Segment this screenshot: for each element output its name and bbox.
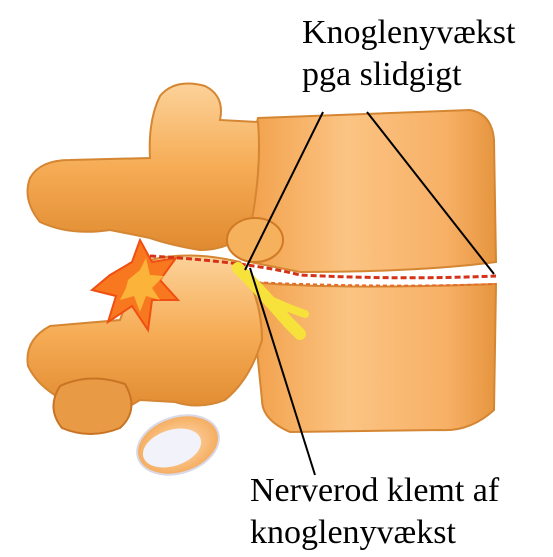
lower-process (53, 378, 131, 434)
label-pinched-nerve-line1: Nerverod klemt af (250, 470, 499, 512)
label-pinched-nerve: Nerverod klemt af knoglenyvækst (250, 470, 499, 554)
label-bone-growth-line1: Knoglenyvækst (302, 12, 515, 54)
label-bone-growth: Knoglenyvækst pga slidgigt (302, 12, 515, 96)
label-bone-growth-line2: pga slidgigt (302, 54, 515, 96)
label-pinched-nerve-line2: knoglenyvækst (250, 512, 499, 554)
facet-joint (227, 218, 283, 262)
upper-posterior-elements (28, 84, 259, 250)
